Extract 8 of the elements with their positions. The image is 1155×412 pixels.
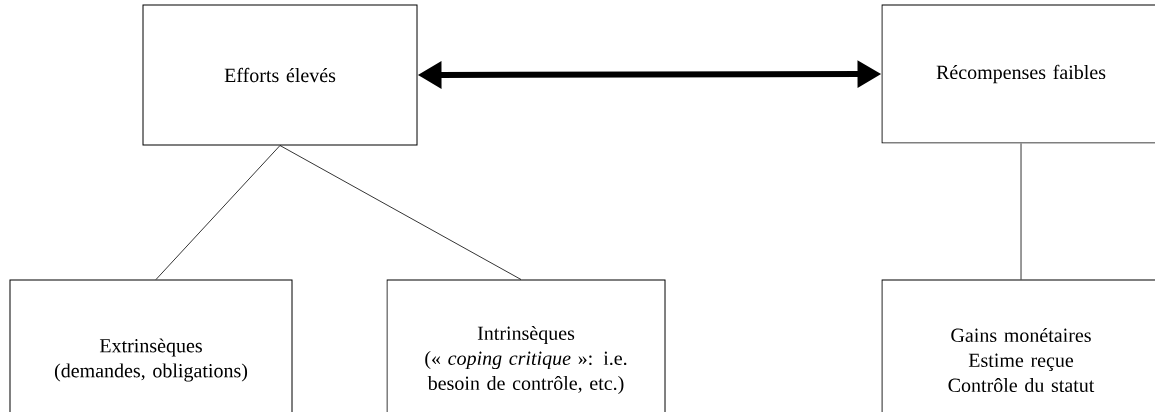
connector: [155, 145, 281, 280]
text-box: Récompenses faibles: [881, 4, 1155, 144]
text-box: Intrinsèques (« coping critique »: i.e. besoin de contrôle, etc.): [386, 279, 666, 412]
text-box: Gains monétaires Estime reçue Contrôle du statut: [881, 279, 1155, 412]
text-box: Efforts élevés: [142, 4, 418, 146]
connector: [1020, 143, 1022, 280]
text-box: Extrinsèques (demandes, obligations): [9, 279, 293, 412]
connector: [279, 145, 522, 280]
